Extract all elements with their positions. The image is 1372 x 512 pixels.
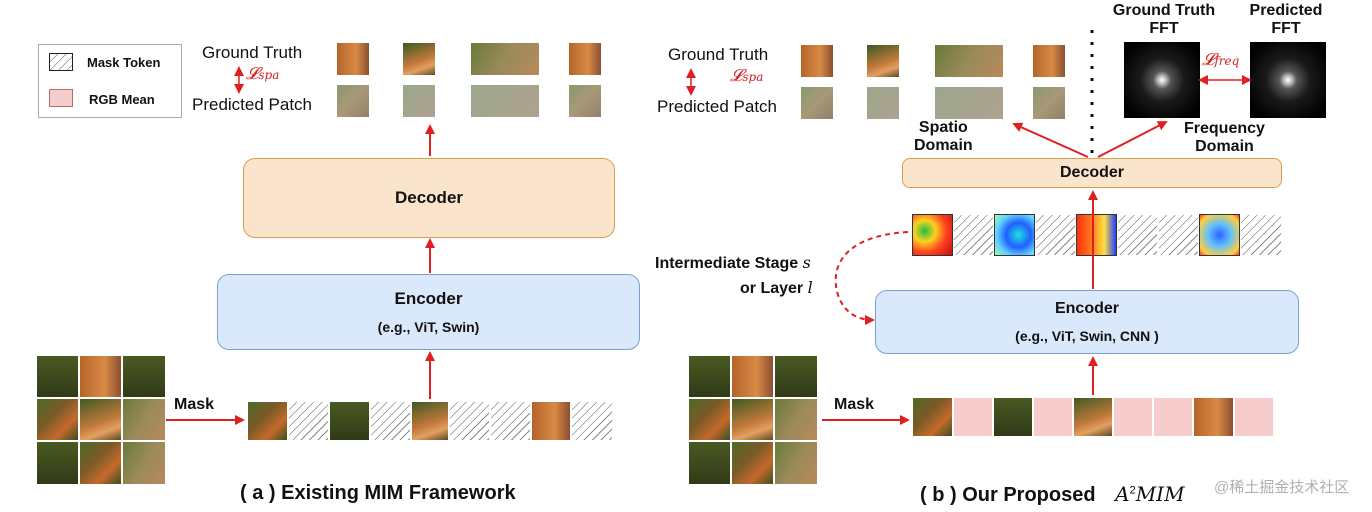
a-token-sequence [247,401,613,441]
b-spatio-arrow [1012,122,1089,158]
b-frequency-arrow [1097,121,1168,158]
mask-token-label: Mask Token [87,55,161,70]
a-gt-patch [470,42,540,76]
a-gt-patch [568,42,602,76]
a-gt-patch [336,42,370,76]
a-loss-label: 𝓛spa [246,64,280,84]
b-loss-label: 𝓛spa [730,66,764,86]
b-encoder-box: Encoder (e.g., ViT, Swin, CNN ) [875,290,1299,354]
a-pred-patch [470,84,540,118]
b-gt-patch [934,44,1004,78]
b-pred-patch [1032,86,1066,120]
b-pred-patch [934,86,1004,120]
mask-token-swatch [49,53,73,71]
b-gt-patch [800,44,834,78]
b-gt-fft-image [1124,42,1200,118]
b-or-layer-label: or Layer l [740,278,813,297]
b-intermediate-label: Intermediate Stage s [655,253,811,272]
a-pred-patch [402,84,436,118]
b-token-sequence [912,397,1274,437]
b-intermediate-dashed-arrow [834,231,909,325]
a-input-image [36,355,166,485]
a-caption: ( a ) Existing MIM Framework [240,482,516,504]
a-predicted-patch-label: Predicted Patch [192,95,313,114]
a-gt-patch [402,42,436,76]
b-pred-fft-image [1250,42,1326,118]
b-decoder-box: Decoder [902,158,1282,188]
a-ground-truth-label: Ground Truth [202,43,303,62]
b-feature-sequence [912,214,1282,256]
b-pred-patch [800,86,834,120]
b-predicted-patch-label: Predicted Patch [657,97,778,116]
a-pred-patch [336,84,370,118]
watermark: @稀土掘金技术社区 [1214,479,1350,496]
b-mask-label: Mask [834,396,875,413]
b-gt-patch [1032,44,1066,78]
b-caption: ( b ) Our Proposed A2MIM [920,482,1185,506]
b-freq-loss-label: 𝓛freq [1202,50,1240,70]
b-pred-patch [866,86,900,120]
a-encoder-box: Encoder (e.g., ViT, Swin) [217,274,640,350]
legend: Mask Token RGB Mean [38,44,182,118]
b-gt-patch [866,44,900,78]
b-ground-truth-label: Ground Truth [668,45,769,64]
a-mask-label: Mask [174,396,215,413]
b-input-image [688,355,818,485]
a-pred-patch [568,84,602,118]
a-decoder-box: Decoder [243,158,615,238]
rgb-mean-swatch [49,89,73,107]
rgb-mean-label: RGB Mean [89,92,155,107]
